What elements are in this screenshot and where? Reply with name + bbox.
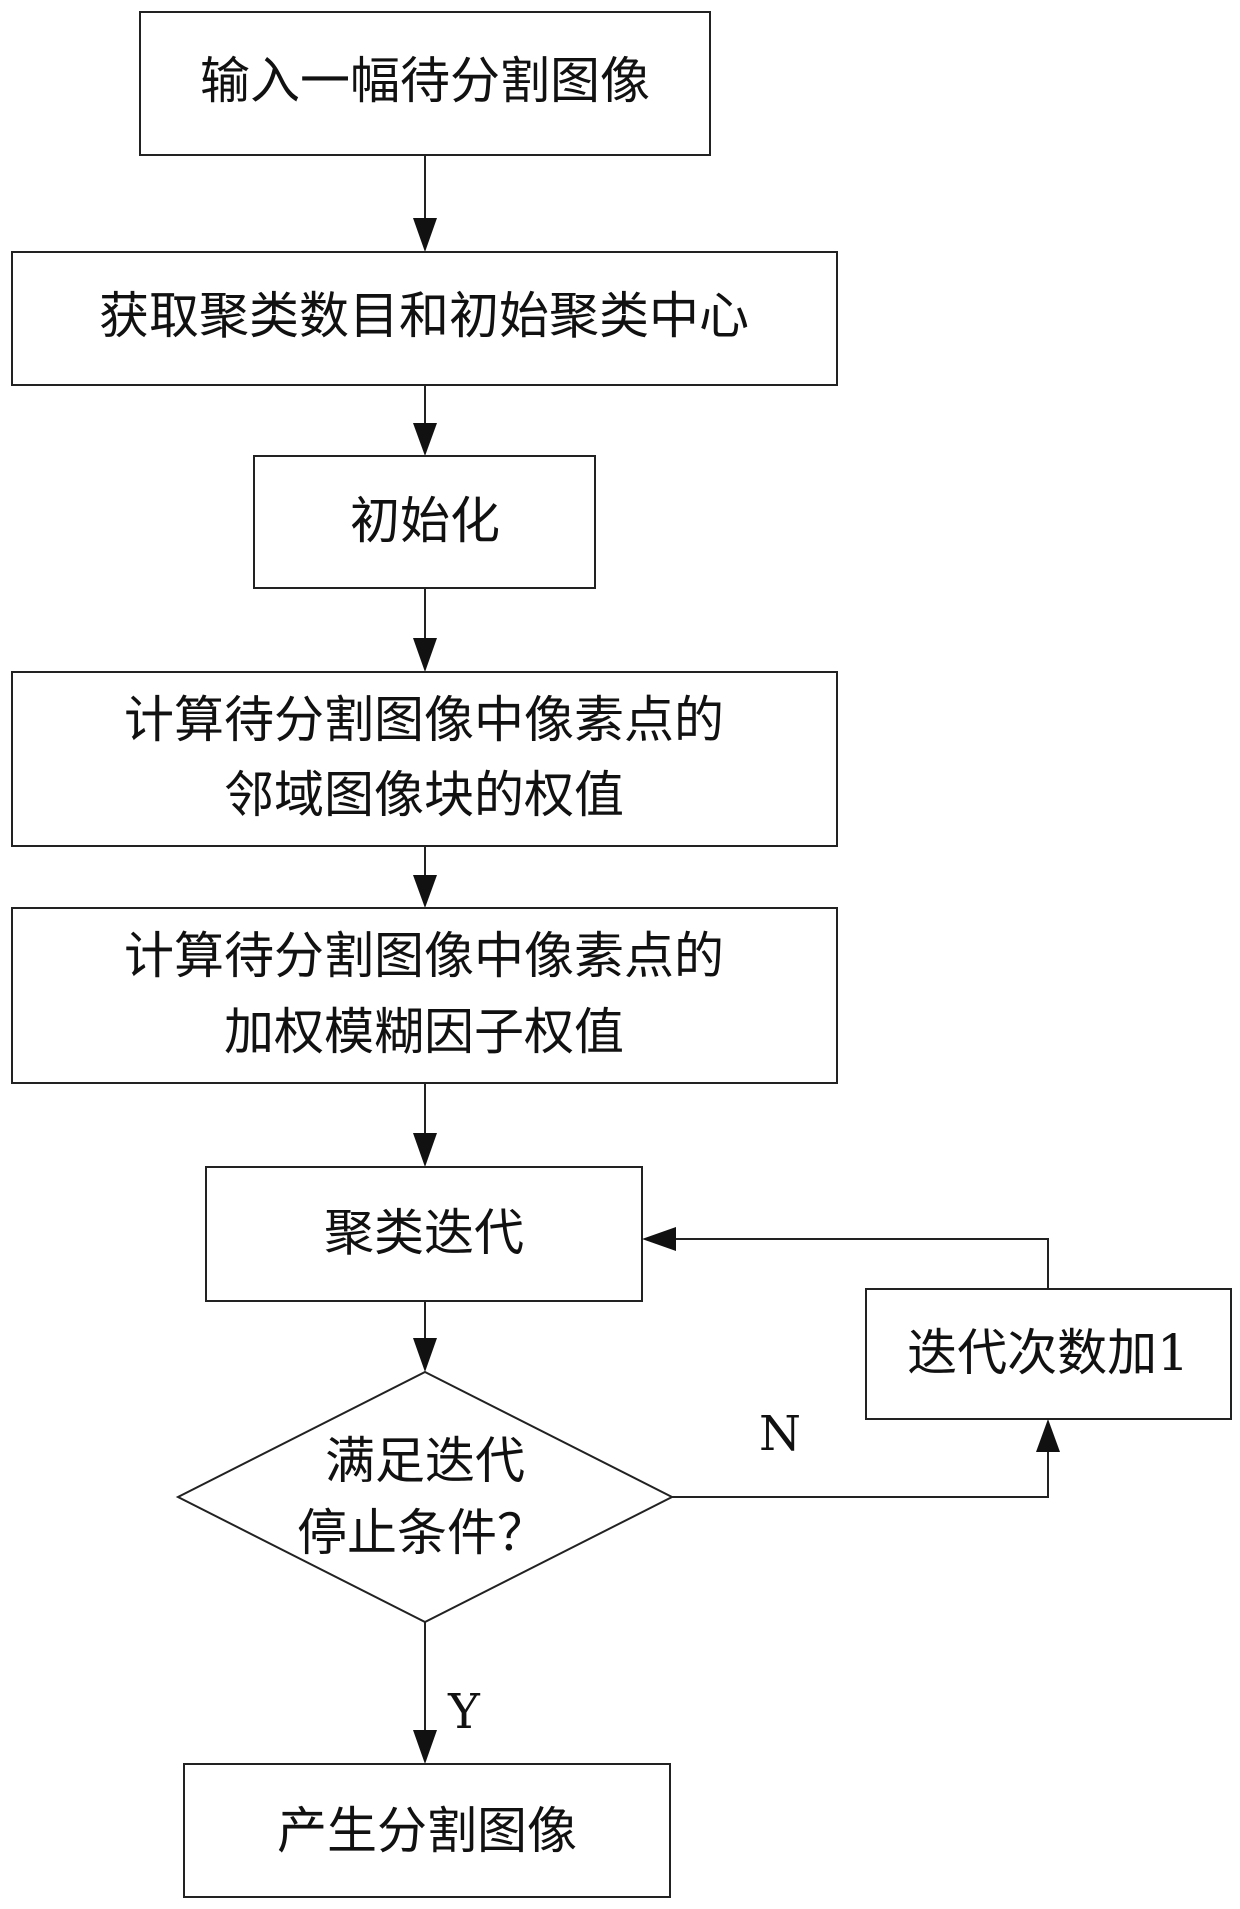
- connector-line: [672, 1450, 1049, 1498]
- arrowhead-down-icon: [413, 423, 437, 456]
- node-input-image-box: [139, 11, 711, 156]
- node-neighborhood-weight: 计算待分割图像中像素点的 邻域图像块的权值: [11, 671, 838, 847]
- node-increment-iteration: 迭代次数加1: [865, 1288, 1232, 1420]
- connector-iteration-to-decision: [413, 1301, 437, 1372]
- node-input-image: 输入一幅待分割图像: [139, 11, 711, 156]
- node-initialize-label: 初始化: [350, 492, 500, 550]
- arrowhead-down-icon: [413, 218, 437, 252]
- connector-fuzzy-to-iteration: [413, 1083, 437, 1167]
- node-cluster-iteration-box: [205, 1166, 643, 1302]
- node-output-image: 产生分割图像: [183, 1763, 671, 1898]
- arrowhead-left-icon: [642, 1227, 676, 1251]
- node-get-clusters-box: [11, 251, 838, 386]
- arrowhead-down-icon: [413, 1730, 437, 1764]
- arrowhead-up-icon: [1036, 1419, 1060, 1452]
- node-get-clusters-label: 获取聚类数目和初始聚类中心: [99, 287, 749, 345]
- node-stop-condition: 满足迭代 停止条件？: [175, 1370, 675, 1624]
- branch-label-yes: Y: [447, 1684, 481, 1740]
- node-fuzzy-weight-label-line2: 加权模糊因子权值: [224, 1003, 624, 1061]
- node-output-image-box: [183, 1763, 671, 1898]
- node-stop-condition-label-line2: 停止条件？: [297, 1504, 547, 1562]
- node-initialize-box: [253, 455, 596, 589]
- connector-yes-branch: Y: [413, 1622, 481, 1764]
- node-cluster-iteration: 聚类迭代: [205, 1166, 643, 1302]
- node-initialize: 初始化: [253, 455, 596, 589]
- branch-label-no: N: [759, 1406, 801, 1462]
- node-output-image-label: 产生分割图像: [277, 1802, 577, 1860]
- arrowhead-down-icon: [413, 638, 437, 672]
- arrowhead-down-icon: [413, 1133, 437, 1167]
- connector-input-to-clusters: [413, 155, 437, 252]
- node-increment-iteration-box: [865, 1288, 1232, 1420]
- node-cluster-iteration-label: 聚类迭代: [324, 1204, 524, 1262]
- arrowhead-down-icon: [413, 875, 437, 908]
- arrowhead-down-icon: [413, 1338, 437, 1372]
- node-input-image-label: 输入一幅待分割图像: [200, 52, 650, 110]
- node-increment-iteration-label: 迭代次数加1: [907, 1324, 1189, 1382]
- connector-line: [674, 1238, 1049, 1289]
- node-stop-condition-diamond: [175, 1370, 675, 1624]
- node-stop-condition-label-line1: 满足迭代: [325, 1432, 525, 1490]
- connector-neighborhood-to-fuzzy: [413, 846, 437, 908]
- connector-clusters-to-init: [413, 385, 437, 456]
- connector-loop-back: [642, 1227, 1049, 1289]
- node-fuzzy-weight: 计算待分割图像中像素点的 加权模糊因子权值: [11, 907, 838, 1084]
- connector-init-to-neighborhood: [413, 588, 437, 672]
- node-neighborhood-weight-label-line2: 邻域图像块的权值: [224, 766, 624, 824]
- node-fuzzy-weight-box: [11, 907, 838, 1084]
- node-fuzzy-weight-label-line1: 计算待分割图像中像素点的: [124, 927, 724, 985]
- node-neighborhood-weight-box: [11, 671, 838, 847]
- connector-no-branch: N: [672, 1406, 1060, 1498]
- node-neighborhood-weight-label-line1: 计算待分割图像中像素点的: [124, 691, 724, 749]
- node-get-clusters: 获取聚类数目和初始聚类中心: [11, 251, 838, 386]
